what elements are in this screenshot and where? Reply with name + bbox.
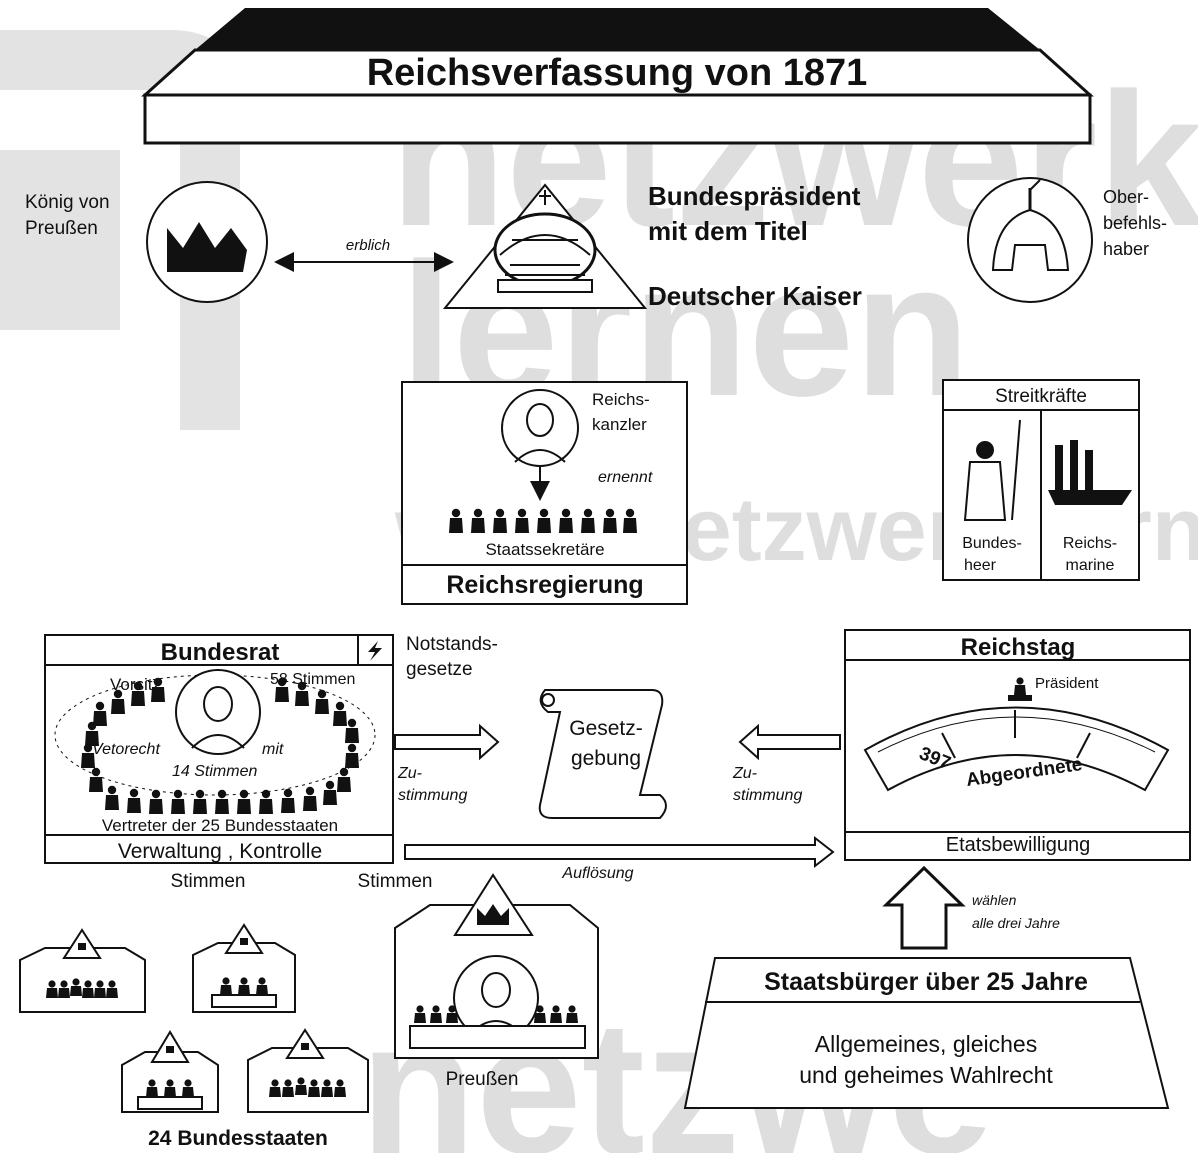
lightning-icon (368, 641, 382, 661)
preussen-crown-icon (477, 904, 509, 925)
reichstag-box: Reichstag Präsident 397 Abgeordnete Etat… (844, 629, 1191, 861)
zustimmung-right-line2: stimmung (733, 787, 802, 804)
staatsbuerger-title: Staatsbürger über 25 Jahre (764, 968, 1088, 996)
erblich-arrow: erblich (274, 237, 454, 272)
koenig-label: König von Preußen (25, 192, 115, 239)
staatssekretaere-label: Staatssekretäre (485, 540, 604, 559)
praesident-line2: mit dem Titel (648, 216, 808, 246)
bundesrat-box: Bundesrat Vorsitz 58 Stimmen Vetorecht m… (44, 634, 394, 864)
mit-label: mit (262, 741, 284, 758)
state-house-2 (192, 923, 296, 1013)
etat-label: Etatsbewilligung (946, 834, 1091, 856)
marine-line2: marine (1066, 557, 1115, 574)
kanzler-line1: Reichs- (592, 390, 650, 409)
zustimmung-left-line2: stimmung (398, 787, 467, 804)
waehlen-arrow: wählen alle drei Jahre (882, 865, 1060, 950)
wahlrecht-line2: und geheimes Wahlrecht (799, 1062, 1053, 1088)
notstand-line1: Notstands- (406, 634, 498, 655)
marine-line1: Reichs- (1063, 535, 1117, 552)
title-banner: Reichsverfassung von 1871 (141, 8, 1094, 145)
praesident-line1: Bundespräsident (648, 181, 861, 211)
koenig-label-line2: Preußen (25, 218, 98, 239)
soldier-icon (963, 419, 1021, 521)
diagram-title: Reichsverfassung von 1871 (367, 52, 868, 94)
streitkraefte-title: Streitkräfte (995, 386, 1087, 407)
reichsregierung-box: Reichs- kanzler ernennt Staatssekretäre … (401, 381, 688, 605)
vierzehn-stimmen-label: 14 Stimmen (172, 763, 257, 780)
aufloesung-arrow: Auflösung (404, 835, 835, 882)
streitkraefte-box: Streitkräfte Bundes- heer Reichs- marine (942, 379, 1140, 581)
aufloesung-label: Auflösung (561, 865, 633, 882)
parliament-seats (863, 706, 1170, 792)
preussen-group: Preußen (394, 873, 599, 1090)
state-house-3 (121, 1030, 219, 1113)
waehlen-line2: alle drei Jahre (972, 915, 1060, 931)
waehlen-line1: wählen (972, 892, 1017, 908)
wahlrecht-line1: Allgemeines, gleiches (815, 1031, 1037, 1057)
oberbefehls-line2: befehls- (1103, 213, 1167, 233)
chancellor-portrait-icon (191, 686, 245, 749)
heer-line1: Bundes- (962, 535, 1022, 552)
kaiser-label: Deutscher Kaiser (648, 281, 862, 311)
erblich-label: erblich (346, 237, 390, 254)
bundesstaaten-label: 24 Bundesstaaten (148, 1127, 328, 1150)
vertreter-label: Vertreter der 25 Bundesstaaten (102, 816, 338, 835)
reichstag-praesident-label: Präsident (1035, 675, 1099, 692)
zustimmung-left-arrow: Zu- stimmung (394, 723, 500, 804)
stimmen-58-label: 58 Stimmen (270, 671, 355, 688)
zustimmung-left-line1: Zu- (397, 765, 422, 782)
bismarck-portrait-icon (514, 403, 566, 463)
gesetzgebung-line2: gebung (571, 747, 641, 770)
vorsitz-label: Vorsitz (110, 675, 161, 694)
staatssekretaere-row (449, 508, 637, 533)
heer-line2: heer (964, 557, 997, 574)
state-house-4 (247, 1028, 369, 1113)
oberbefehls-line1: Ober- (1103, 187, 1149, 207)
reichstag-title: Reichstag (961, 634, 1076, 661)
kanzler-line2: kanzler (592, 415, 647, 434)
state-house-1 (19, 928, 146, 1013)
bundesstaaten-group: 24 Bundesstaaten (19, 923, 369, 1150)
bundesrat-title: Bundesrat (161, 639, 280, 666)
warship-icon (1048, 440, 1132, 505)
ernennt-label: ernennt (598, 469, 653, 486)
koenig-label-line1: König von (25, 192, 110, 213)
reichsregierung-title: Reichsregierung (446, 571, 643, 599)
imperial-crown-icon (493, 190, 597, 293)
zustimmung-right-line1: Zu- (732, 765, 757, 782)
stimmen-right-label: Stimmen (358, 871, 433, 892)
gesetzgebung-line1: Gesetz- (569, 717, 643, 740)
koenig-group: König von Preußen (25, 181, 268, 303)
oberbefehlshaber-group: Ober- befehls- haber (967, 177, 1167, 303)
notstand-line2: gesetze (406, 659, 473, 680)
gesetzgebung-scroll: Gesetz- gebung (538, 689, 667, 819)
bundesrat-ring (54, 674, 376, 796)
stimmen-left-label: Stimmen (171, 871, 246, 892)
crown-icon (167, 222, 247, 272)
preussen-label: Preußen (446, 1069, 519, 1090)
vetorecht-label: Vetorecht (92, 741, 160, 758)
pickelhaube-icon (991, 179, 1070, 271)
kaiser-group: Bundespräsident mit dem Titel Deutscher … (442, 181, 862, 311)
verwaltung-label: Verwaltung , Kontrolle (118, 840, 322, 863)
staatsbuerger-box: Staatsbürger über 25 Jahre Allgemeines, … (683, 957, 1170, 1109)
scroll-icon (538, 689, 667, 819)
monarch-portrait-icon (469, 972, 523, 1035)
oberbefehls-line3: haber (1103, 239, 1149, 259)
zustimmung-right-arrow: Zu- stimmung (732, 723, 841, 804)
